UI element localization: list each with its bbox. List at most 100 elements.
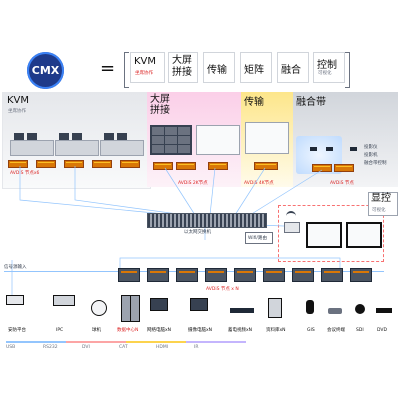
device-label: 摄像电脑xN [188,328,213,333]
transmit-title: 传输 [244,97,264,108]
header-item-matrix: 矩阵 [240,52,272,83]
kvm-monitor [117,133,127,140]
avdis-node [8,160,28,168]
device-label: GIS [307,328,315,333]
pc-icon [190,298,208,311]
bigscreen-node-label: AVDiS 2K节点 [178,181,208,186]
wifi-icon [286,211,296,221]
interface-legend-line [186,341,246,343]
avdis-node [153,162,173,170]
interface-label: USB [6,345,16,350]
header-item-sublabel: 可视化 [318,71,332,76]
header-item-label: 控制 [317,60,337,71]
ethernet-switch [147,213,267,228]
device-label: 资料库xN [266,328,286,333]
fusion-side-label: 融合带控制 [364,161,387,166]
header-item-label: 矩阵 [244,65,264,76]
header-item-label: 大屏 拼接 [172,55,192,78]
header-item-sublabel: 坐席协作 [135,71,153,76]
avdis-node [176,268,198,282]
avdis-node [234,268,256,282]
header-bracket [124,52,129,88]
router [284,222,300,233]
sdi-camera-icon [355,304,365,314]
signal-source-label: 信号源输入 [4,265,27,270]
avdis-node [205,268,227,282]
avdis-node [147,268,169,282]
display-control-subtitle: 可视化 [372,208,386,213]
interface-label: IR [194,345,199,350]
header-item-kvm: KVM 坐席协作 [130,52,165,83]
video-wall [150,125,192,155]
projector [326,147,333,151]
ipc-camera-icon [53,295,75,306]
pc-icon [150,298,168,311]
kvm-monitor [104,133,114,140]
fusion-node-label: AVDiS 节点 [330,181,354,186]
avdis-node [208,162,228,170]
equals-sign: = [100,58,116,79]
wifi-router-box: Wifi/路由 [245,232,273,244]
kvm-subtitle: 坐席协作 [8,109,26,114]
kvm-desk [100,140,144,156]
security-camera-icon [6,295,24,305]
interface-label: DVI [82,345,90,350]
kvm-monitor [14,133,24,140]
kvm-monitor [72,133,82,140]
interface-legend-line [6,341,66,343]
device-label: IPC [56,328,64,333]
device-label: SDI [356,328,364,333]
kvm-title: KVM [7,95,30,106]
fusion-title: 融合带 [296,97,326,108]
device-label: 会议终端 [327,328,345,333]
device-label: 蓄电视频xN [228,328,253,333]
avdis-node [312,164,332,172]
interface-legend-line [126,341,186,343]
transmit-node-label: AVDiS 4K节点 [244,181,274,186]
header-bracket-right [345,52,350,88]
header-item-control: 控制 可视化 [313,52,345,83]
fusion-side-label: 投影机 [364,153,378,158]
cmx-logo: CMX [27,52,64,89]
avdis-node [254,162,278,170]
fusion-side-label: 投影仪 [364,145,378,150]
dome-camera-icon [91,300,107,316]
device-label: 网络电脑xN [147,328,172,333]
node-row-label: AVDiS 节点 x N [206,287,239,292]
avdis-node [176,162,196,170]
device-label: 球机 [92,328,101,333]
header-item-label: 融合 [281,65,301,76]
avdis-node [350,268,372,282]
avdis-node [292,268,314,282]
avdis-node [120,160,140,168]
projector [310,147,317,151]
cmx-logo-text: CMX [31,64,60,77]
header-item-transmit: 传输 [203,52,235,83]
dvd-player-icon [376,308,392,313]
display-control-title: 显控 [371,193,391,204]
recorder-icon [230,308,254,313]
server-icon [130,295,140,322]
interface-legend-line [66,341,126,343]
avdis-node [263,268,285,282]
kvm-monitor [59,133,69,140]
kvm-desk [10,140,54,156]
database-icon [268,298,282,318]
device-label: 安防平台 [8,328,26,333]
display-control-tag: 显控 可视化 [368,192,398,216]
avdis-node [321,268,343,282]
interface-label: CAT [119,345,128,350]
gis-icon [306,300,314,314]
kvm-desk [55,140,99,156]
tablet [346,222,382,248]
switch-label: 以太网交换机 [184,230,211,235]
kvm-node-label: AVDiS 节点x6 [10,171,40,176]
device-label: 数据中心N [117,328,139,333]
avdis-node [36,160,56,168]
header-item-fusion: 融合 [277,52,309,83]
transmit-display [245,122,289,154]
avdis-node [118,268,140,282]
header-item-bigscreen: 大屏 拼接 [168,52,198,83]
large-display [196,125,240,155]
